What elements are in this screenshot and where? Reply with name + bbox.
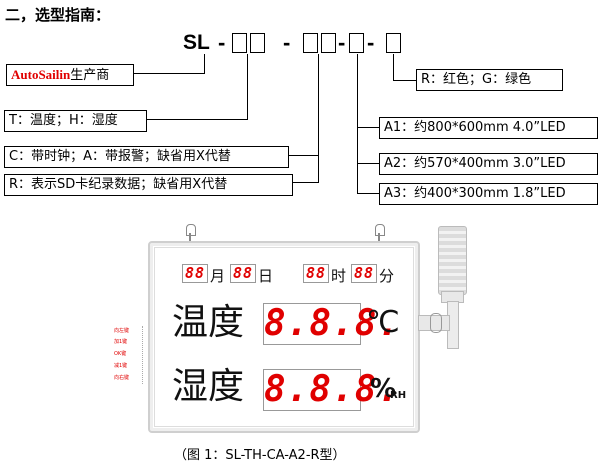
model-separator: - bbox=[338, 30, 346, 55]
minute-unit: 分 bbox=[379, 267, 395, 285]
month-unit: 月 bbox=[210, 267, 226, 285]
model-separator: - bbox=[367, 30, 375, 55]
side-key-ok[interactable]: OK键 bbox=[114, 351, 127, 357]
size-a2-label: A2：约570*400mm 3.0”LED bbox=[379, 153, 598, 175]
model-slot-type-1 bbox=[232, 33, 247, 53]
humidity-label: 湿度 bbox=[172, 366, 245, 407]
connector-line bbox=[357, 163, 379, 164]
model-prefix: SL bbox=[183, 31, 210, 54]
model-slot-size bbox=[349, 33, 364, 53]
hanging-hook bbox=[375, 224, 385, 236]
model-slot-color bbox=[386, 33, 401, 53]
clock-alarm-label: C：带时钟；A：带报警；缺省用X代替 bbox=[4, 146, 289, 168]
temperature-digits: 8.8.8. bbox=[263, 303, 401, 345]
hour-unit: 时 bbox=[331, 267, 347, 285]
model-separator: - bbox=[283, 30, 291, 55]
hour-digits: 88 bbox=[303, 264, 329, 283]
connector-line bbox=[357, 127, 379, 128]
mount-screw-icon bbox=[430, 313, 442, 333]
day-unit: 日 bbox=[258, 267, 274, 285]
size-a3-label: A3：约400*300mm 1.8”LED bbox=[379, 183, 598, 205]
month-digits: 88 bbox=[182, 264, 208, 283]
connector-line bbox=[204, 54, 205, 74]
section-heading: 二，选型指南： bbox=[5, 6, 111, 24]
figure-caption: （图 1：SL-TH-CA-A2-R型） bbox=[174, 448, 346, 463]
size-a1-label: A1：约800*600mm 4.0”LED bbox=[379, 117, 598, 139]
hanging-hook bbox=[186, 224, 196, 236]
type-label: T：温度；H：湿度 bbox=[4, 110, 147, 132]
hanging-hook bbox=[378, 233, 380, 242]
connector-line bbox=[147, 119, 248, 120]
model-slot-option-1 bbox=[303, 33, 318, 53]
connector-line bbox=[247, 54, 248, 120]
model-slot-type-2 bbox=[250, 33, 265, 53]
side-key-plus[interactable]: 加1键 bbox=[114, 339, 128, 345]
connector-line bbox=[393, 54, 394, 81]
side-key-minus[interactable]: 减1键 bbox=[114, 363, 128, 369]
model-separator: - bbox=[218, 30, 226, 55]
hanging-hook bbox=[189, 233, 191, 242]
humidity-unit: % bbox=[370, 374, 397, 404]
side-key-left[interactable]: 向左键 bbox=[114, 328, 130, 334]
color-label: R：红色；G：绿色 bbox=[416, 69, 563, 91]
connector-line bbox=[289, 155, 319, 156]
minute-digits: 88 bbox=[351, 264, 377, 283]
humidity-unit-sub: RH bbox=[390, 390, 407, 401]
connector-line bbox=[318, 54, 319, 183]
brand-name: AutoSailin bbox=[11, 67, 71, 82]
key-bracket bbox=[142, 326, 149, 384]
brand-suffix: 生产商 bbox=[70, 68, 110, 83]
temperature-label: 温度 bbox=[172, 302, 245, 343]
connector-line bbox=[393, 80, 416, 81]
day-digits: 88 bbox=[230, 264, 256, 283]
humidity-digits: 8.8.8. bbox=[263, 369, 401, 411]
model-slot-option-2 bbox=[321, 33, 336, 53]
sd-record-label: R：表示SD卡纪录数据；缺省用X代替 bbox=[4, 174, 293, 196]
connector-line bbox=[134, 73, 205, 74]
connector-line bbox=[357, 54, 358, 194]
connector-line bbox=[293, 182, 319, 183]
temperature-unit: ℃ bbox=[366, 305, 400, 340]
side-key-right[interactable]: 向右键 bbox=[114, 375, 130, 381]
alarm-light-icon bbox=[438, 226, 467, 295]
brand-label: AutoSailin生产商 bbox=[6, 64, 134, 86]
led-display-device: 88 月 88 日 88 时 88 分 温度 8.8.8. ℃ 湿度 8.8.8… bbox=[148, 241, 420, 433]
display-panel bbox=[154, 247, 414, 427]
connector-line bbox=[357, 193, 379, 194]
